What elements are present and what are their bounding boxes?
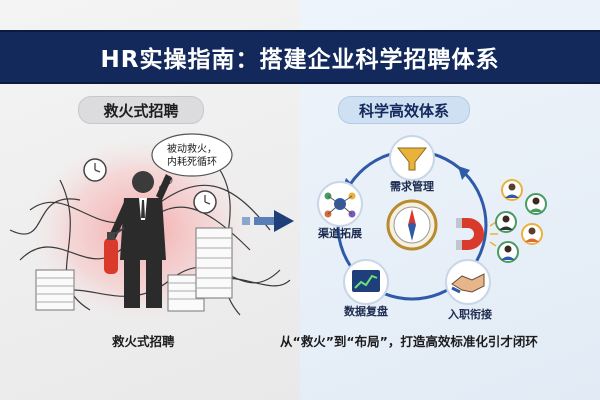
transition-arrow-icon: [242, 210, 294, 232]
avatar: [501, 179, 523, 201]
avatar: [497, 241, 519, 263]
node-data-review: 数据复盘: [343, 259, 389, 318]
title-banner: HR实操指南：搭建企业科学招聘体系: [0, 30, 600, 84]
network-icon: [324, 192, 356, 218]
clock-icon: [83, 158, 107, 182]
clock-icon: [193, 190, 217, 214]
thought-line-2: 内耗死循环: [167, 155, 217, 168]
thought-line-1: 被动救火，: [167, 142, 217, 155]
left-panel-label: 救火式招聘: [78, 96, 204, 124]
right-caption: 从“救火”到“布局”，打造高效标准化引才闭环: [280, 334, 538, 349]
funnel-icon: [396, 147, 428, 171]
chart-icon: [352, 270, 380, 292]
node-label-channel: 渠道拓展: [318, 226, 363, 240]
node-onboarding: 入职衔接: [445, 259, 492, 321]
cycle-arrowhead: [458, 166, 470, 180]
avatar: [525, 193, 547, 215]
firefighting-scene: 被动救火， 内耗死循环: [9, 130, 291, 330]
handshake-icon: [451, 273, 485, 294]
node-demand-management: 需求管理: [389, 135, 435, 193]
right-panel-label: 科学高效体系: [338, 96, 470, 124]
paper-stack-icon: [35, 269, 75, 311]
node-label-data: 数据复盘: [344, 304, 388, 318]
page-title: HR实操指南：搭建企业科学招聘体系: [100, 47, 500, 73]
node-label-demand: 需求管理: [390, 179, 434, 193]
node-label-onboarding: 入职衔接: [448, 307, 492, 321]
left-caption: 救火式招聘: [112, 334, 175, 349]
candidate-avatars: [495, 179, 547, 263]
compass-icon: [386, 199, 438, 251]
paper-stack-icon: [195, 227, 233, 299]
magnet-icon: [456, 218, 498, 250]
node-channel-expansion: 渠道拓展: [317, 181, 363, 240]
fire-extinguisher-icon: [104, 227, 125, 274]
avatar: [521, 223, 543, 245]
avatar: [495, 211, 517, 233]
stressed-manager-figure: [108, 171, 172, 308]
recruiting-cycle-diagram: 需求管理 渠道拓展 入职衔接 数据复盘: [317, 135, 547, 321]
